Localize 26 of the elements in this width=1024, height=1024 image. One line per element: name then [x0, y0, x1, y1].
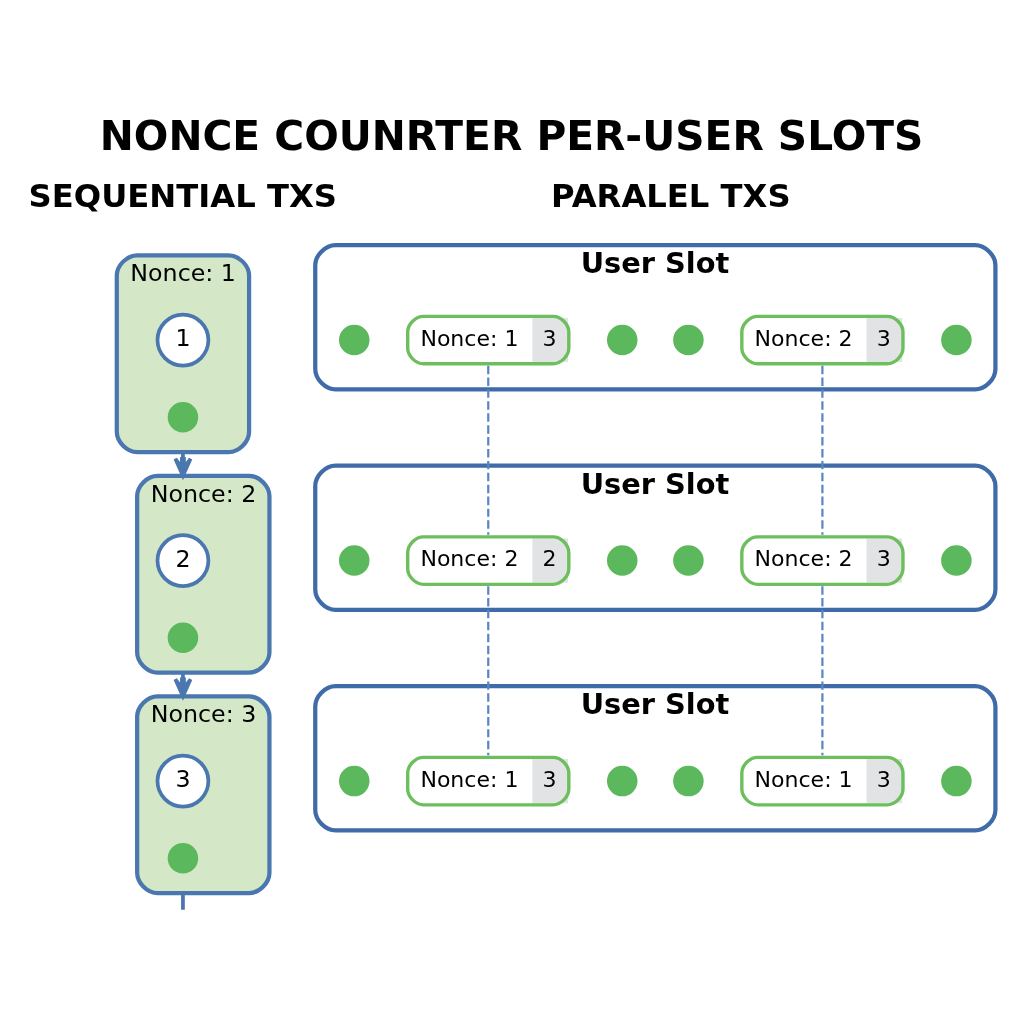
node-circle [941, 324, 972, 356]
node-circle [607, 765, 638, 797]
node-circle [673, 765, 704, 797]
node-circle: 3 [155, 753, 211, 809]
diagram-title: NONCE COUNRTER PER-USER SLOTS [99, 112, 924, 161]
node-circle [167, 843, 199, 874]
node-circle [167, 401, 199, 433]
node-circle [607, 545, 638, 576]
node-circle [167, 622, 199, 653]
connector [821, 365, 824, 535]
node-circle [673, 545, 704, 576]
node-circle [339, 765, 370, 797]
label: SEQUENTIAL TXS [28, 177, 338, 216]
label: PARALEL TXS [551, 177, 791, 216]
node-circle [607, 324, 638, 356]
node-circle: 1 [155, 312, 211, 368]
connector [487, 365, 490, 535]
node-circle [673, 324, 704, 356]
node-circle [339, 324, 370, 356]
node-circle [941, 765, 972, 797]
node-circle [941, 545, 972, 576]
connector [487, 586, 490, 756]
connector [821, 586, 824, 756]
connector [181, 893, 185, 910]
node-circle: 2 [155, 533, 211, 588]
node-circle [339, 545, 370, 576]
